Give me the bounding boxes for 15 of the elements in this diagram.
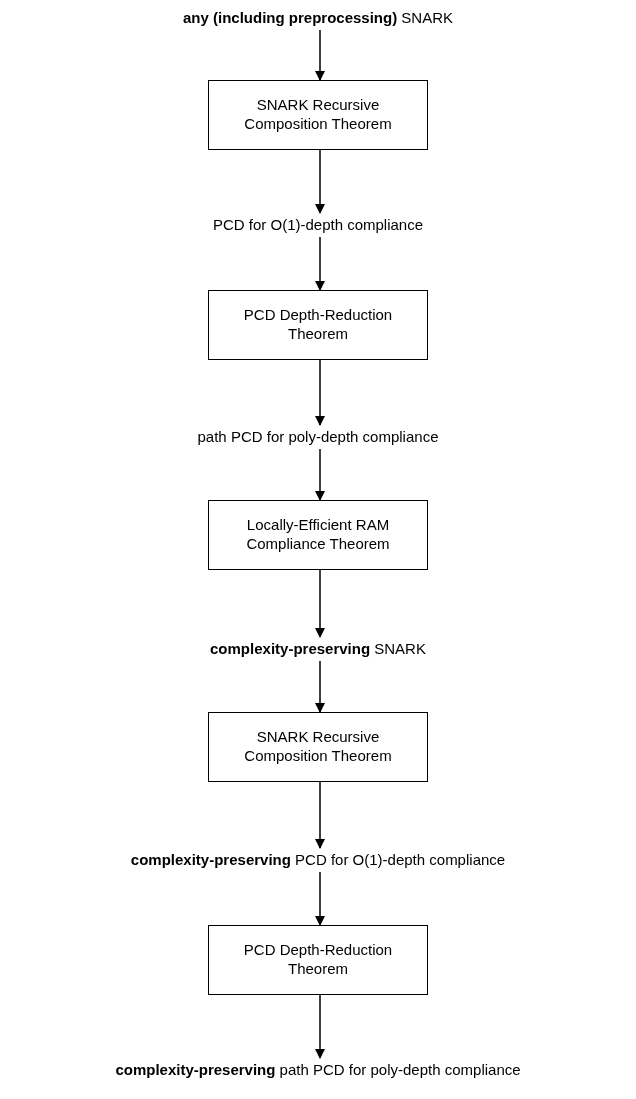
arrow xyxy=(315,994,325,1059)
arrow xyxy=(315,149,325,214)
arrow xyxy=(315,359,325,426)
process-box: Locally-Efficient RAM Compliance Theorem xyxy=(208,500,428,570)
arrow xyxy=(315,448,325,501)
process-box: PCD Depth-Reduction Theorem xyxy=(208,290,428,360)
arrow xyxy=(315,29,325,81)
process-box: PCD Depth-Reduction Theorem xyxy=(208,925,428,995)
process-box: SNARK Recursive Composition Theorem xyxy=(208,712,428,782)
arrow xyxy=(315,781,325,849)
process-box: SNARK Recursive Composition Theorem xyxy=(208,80,428,150)
arrow xyxy=(315,569,325,638)
arrow xyxy=(315,236,325,291)
arrow xyxy=(315,871,325,926)
arrow xyxy=(315,660,325,713)
